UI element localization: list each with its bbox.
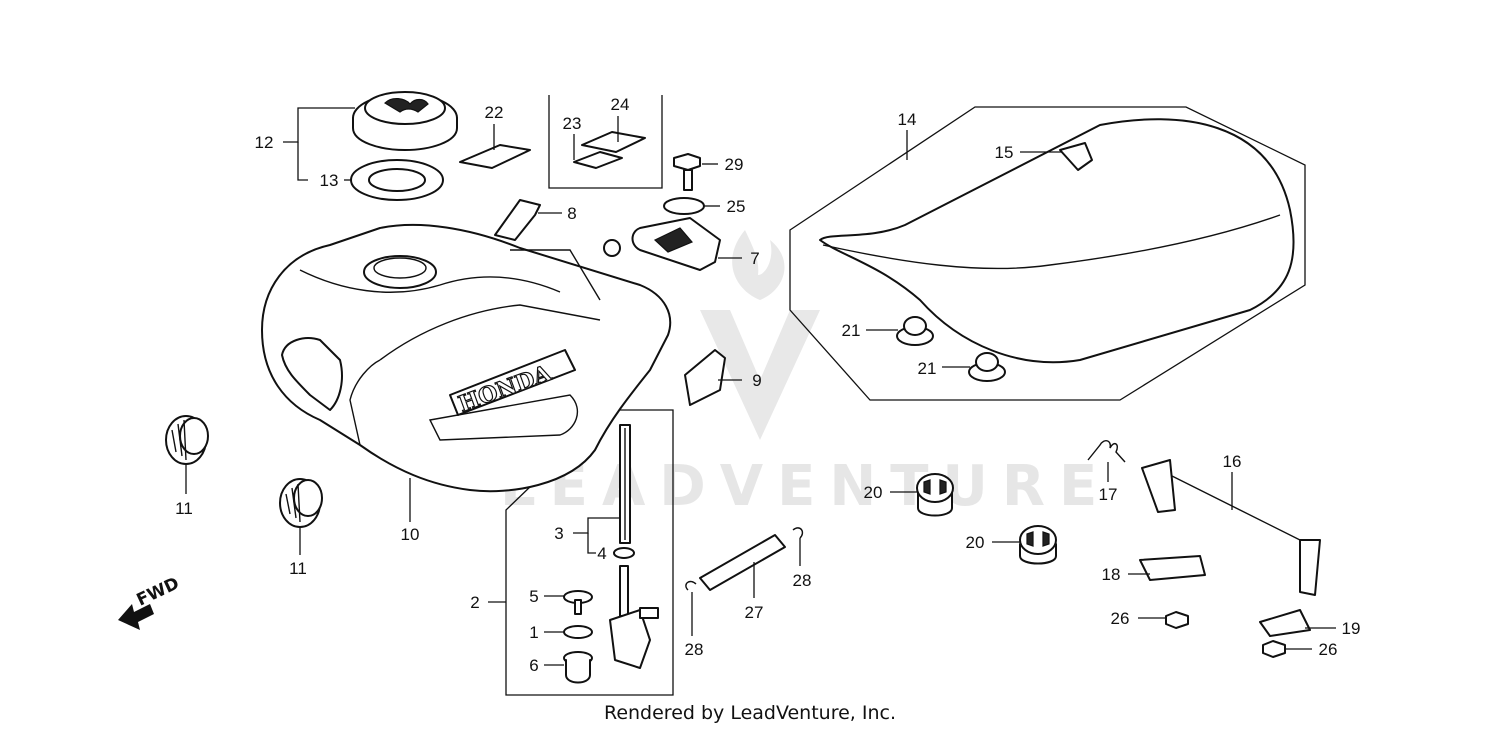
decal-23 (573, 151, 623, 169)
callout-15: 15 (995, 143, 1014, 162)
filter-5 (563, 590, 593, 615)
grommet-11-left (165, 415, 209, 465)
bolt-29 (673, 153, 701, 191)
callout-21-a: 21 (842, 321, 861, 340)
nut-26-a (1165, 611, 1189, 629)
cushion-20-a (916, 473, 954, 517)
seat-box (789, 106, 1306, 401)
bracket-8 (494, 199, 541, 241)
seat-rubber-21-b (968, 352, 1006, 382)
callout-28-upper: 28 (793, 571, 812, 590)
callouts: 12 13 22 23 24 8 29 25 7 9 10 11 11 3 4 … (175, 95, 1360, 675)
callout-6: 6 (529, 656, 538, 675)
callout-16: 16 (1223, 452, 1242, 471)
callout-5: 5 (529, 587, 538, 606)
cap-gasket (350, 159, 444, 201)
sediment-cup-6 (563, 651, 593, 684)
callout-12: 12 (255, 133, 274, 152)
callout-13: 13 (320, 171, 339, 190)
leader-lines (185, 107, 1336, 666)
callout-7: 7 (750, 249, 759, 268)
decal-24 (581, 131, 646, 153)
washer-25 (663, 197, 705, 215)
callout-20-b: 20 (966, 533, 985, 552)
callout-3: 3 (554, 524, 563, 543)
decal-box (548, 95, 663, 189)
callout-11-left: 11 (175, 499, 193, 518)
seat (819, 118, 1295, 364)
callout-1: 1 (529, 623, 538, 642)
callout-18: 18 (1102, 565, 1121, 584)
fwd-label: FWD (134, 574, 183, 611)
callout-8: 8 (567, 204, 576, 223)
callout-26-a: 26 (1111, 609, 1130, 628)
seat-rubber-21-a (896, 316, 934, 346)
callout-22: 22 (485, 103, 504, 122)
mount-rubber-7 (631, 217, 721, 271)
callout-27: 27 (745, 603, 764, 622)
callout-20-a: 20 (864, 483, 883, 502)
callout-10: 10 (401, 525, 420, 544)
callout-26-b: 26 (1319, 640, 1338, 659)
footer-credit: Rendered by LeadVenture, Inc. (603, 702, 897, 724)
fuel-valve (609, 565, 659, 669)
fuel-tube-27 (699, 534, 786, 591)
callout-23: 23 (563, 114, 582, 133)
fuel-tank: HONDA (261, 223, 672, 493)
forward-arrow-icon: FWD (118, 574, 182, 630)
seat-lock-rod-16 (1141, 459, 1321, 596)
clip-28-lower (685, 580, 697, 591)
callout-4: 4 (597, 544, 606, 563)
callout-29: 29 (725, 155, 744, 174)
grommet-11-right (279, 478, 323, 528)
watermark: LEADVENTURE (500, 230, 1111, 519)
callout-9: 9 (752, 371, 761, 390)
bracket-9 (684, 349, 726, 406)
callout-24: 24 (611, 95, 630, 114)
bracket-18 (1139, 555, 1206, 581)
callout-14: 14 (898, 110, 917, 129)
callout-28-lower: 28 (685, 640, 704, 659)
cushion-20-b (1019, 525, 1057, 565)
clip-28-upper (792, 527, 804, 539)
fuel-strainer-3 (619, 424, 631, 544)
callout-11-right: 11 (289, 559, 307, 578)
o-ring-1 (563, 625, 593, 639)
spring-17 (1087, 440, 1126, 463)
o-ring-4 (613, 547, 635, 559)
bracket-19 (1259, 609, 1311, 637)
watermark-text: LEADVENTURE (500, 454, 1111, 519)
nut-26-b (1262, 640, 1286, 658)
callout-17: 17 (1099, 485, 1118, 504)
callout-25: 25 (727, 197, 746, 216)
callout-19: 19 (1342, 619, 1361, 638)
fuel-cap (352, 91, 458, 151)
callout-2: 2 (470, 593, 479, 612)
decal-22 (459, 144, 531, 169)
callout-21-b: 21 (918, 359, 937, 378)
